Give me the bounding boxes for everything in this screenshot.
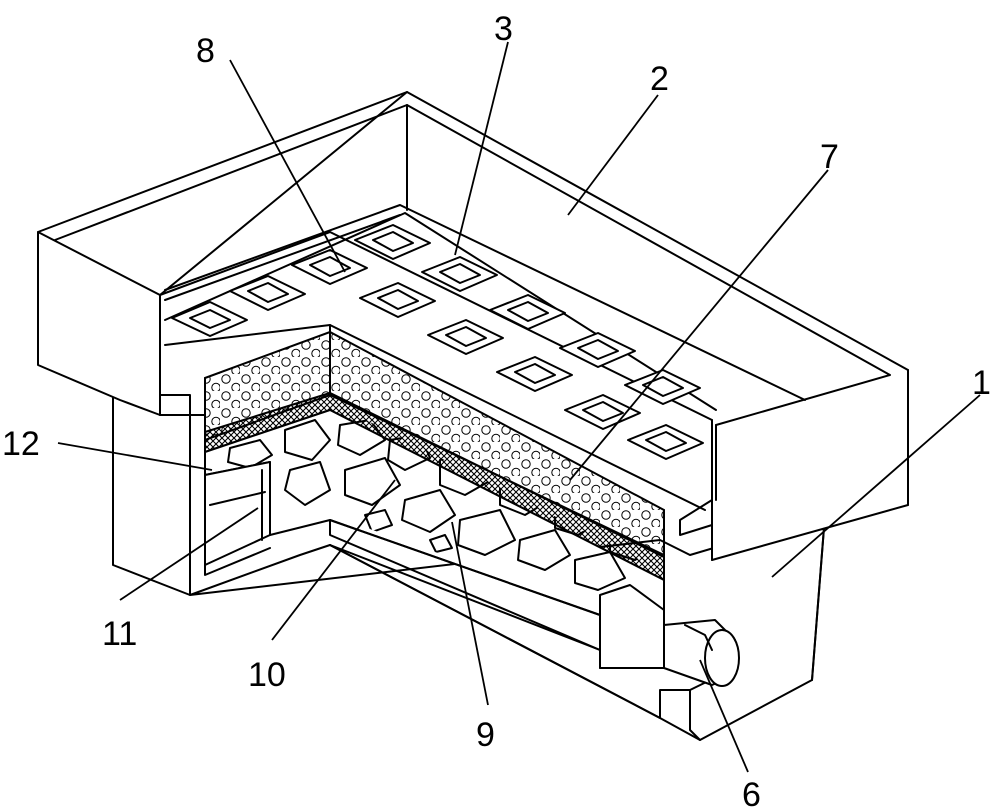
side-chamber (204, 461, 271, 576)
leader-10 (271, 479, 396, 641)
outlet-pipe (599, 584, 740, 687)
label-10: 10 (248, 656, 286, 694)
label-6: 6 (742, 776, 761, 812)
leader-8 (229, 59, 346, 273)
leader-6 (699, 659, 749, 773)
label-7: 7 (820, 138, 839, 176)
perforated-plate (164, 212, 717, 511)
label-2: 2 (650, 60, 669, 98)
leader-2 (567, 94, 659, 216)
leader-3 (454, 41, 509, 256)
label-9: 9 (476, 716, 495, 754)
leader-9 (451, 521, 489, 706)
plate-holes (171, 224, 704, 460)
label-11: 11 (102, 615, 137, 653)
part-labels: 1 2 3 6 7 8 9 10 11 12 (2, 10, 991, 812)
leader-lines (57, 41, 981, 773)
label-3: 3 (494, 10, 513, 48)
label-1: 1 (972, 364, 991, 402)
label-8: 8 (196, 32, 215, 70)
leader-11 (119, 507, 259, 601)
label-12: 12 (2, 425, 40, 463)
lower-housing (112, 394, 826, 741)
leader-7 (569, 169, 829, 481)
upper-basin (37, 91, 909, 561)
leader-1 (771, 394, 981, 578)
leader-12 (57, 442, 213, 471)
